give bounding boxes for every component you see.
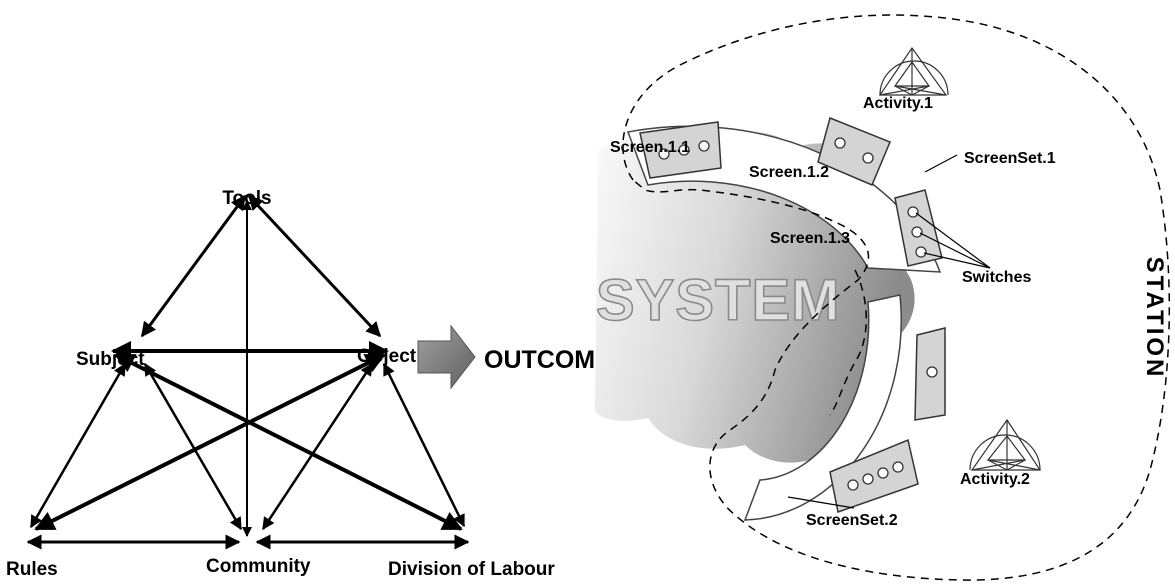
activity1-label: Activity.1 <box>863 95 933 112</box>
arrow-subject-rules <box>29 362 127 529</box>
activity-triangle: Tools Subject Object Rules Community Div… <box>6 188 612 580</box>
triangle-arrows <box>26 194 470 550</box>
division-of-labour-label: Division of Labour <box>388 559 555 580</box>
switches-label: Switches <box>962 269 1031 286</box>
activity2-triangle-icon <box>969 418 1042 471</box>
arrow-tools-object <box>247 194 382 338</box>
arrow-object-division <box>382 362 466 528</box>
subject-label: Subject <box>76 349 145 370</box>
station-label: STATION <box>1141 257 1168 380</box>
screen-1-3-label: Screen.1.3 <box>770 230 850 247</box>
screen-2-1-panel <box>914 327 946 421</box>
community-label: Community <box>206 556 311 577</box>
system-label: SYSTEM <box>596 268 841 333</box>
screenset1-label: ScreenSet.1 <box>964 150 1056 167</box>
arrow-tools-subject <box>140 194 247 338</box>
object-label: Object <box>357 346 417 367</box>
screenset2-label: ScreenSet.2 <box>806 512 898 529</box>
screen-1-1-panel <box>639 121 722 179</box>
cloud-dashed-divider <box>829 269 867 416</box>
screen-1-3-panel <box>894 189 943 267</box>
leader-lines <box>787 154 991 509</box>
screen-1-2-panel <box>817 116 891 186</box>
outcome-arrow <box>417 324 476 390</box>
arrow-subject-division <box>114 353 463 531</box>
activity1-triangle-icon <box>878 46 949 96</box>
screen-1-1-label: Screen.1.1 <box>610 139 690 156</box>
screen-2-2-panel <box>829 438 919 513</box>
activity2-label: Activity.2 <box>960 471 1030 488</box>
rules-label: Rules <box>6 559 58 580</box>
arrow-object-community <box>261 362 374 531</box>
screen-1-2-label: Screen.1.2 <box>749 164 829 181</box>
arrow-subject-community <box>143 362 243 531</box>
screenset2-ring <box>743 294 903 521</box>
system-station-diagram: SYSTEM Activity.1 Activity.2 <box>595 14 1171 581</box>
arrow-object-rules <box>34 353 386 531</box>
tools-label: Tools <box>222 188 271 209</box>
outcome-label: OUTCOME <box>484 346 612 374</box>
